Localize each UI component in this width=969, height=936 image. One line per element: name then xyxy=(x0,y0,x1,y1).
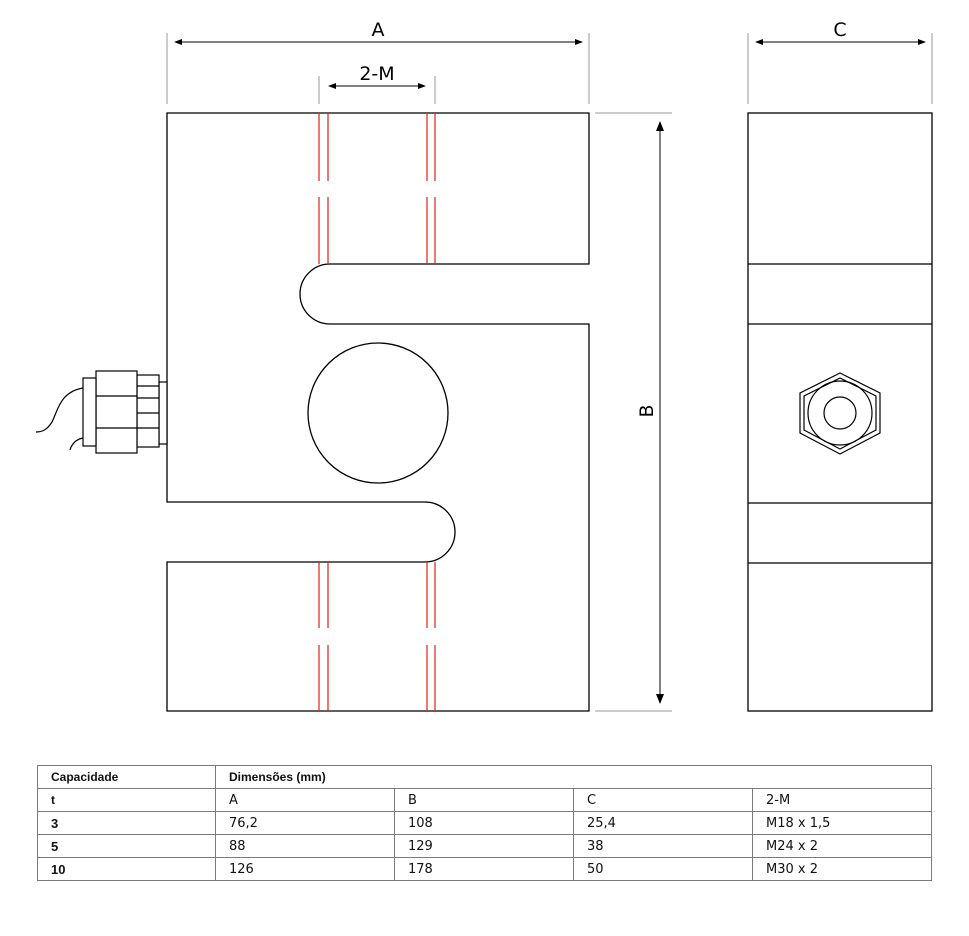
dimension-a-label: A xyxy=(372,19,385,41)
value-cell: 129 xyxy=(394,834,574,858)
dimension-a: A xyxy=(174,19,583,45)
capacity-cell: 10 xyxy=(37,857,216,881)
cable xyxy=(35,387,84,451)
column-a-header: A xyxy=(215,788,395,812)
load-cell-front-body xyxy=(166,112,590,712)
table-row: 3 76,2 108 25,4 M18 x 1,5 xyxy=(37,811,932,835)
capacity-cell: 3 xyxy=(37,811,216,835)
dimensions-header: Dimensões (mm) xyxy=(215,765,932,789)
value-cell: 108 xyxy=(394,811,574,835)
value-cell: M30 x 2 xyxy=(752,857,932,881)
table-header-row: Capacidade Dimensões (mm) xyxy=(37,765,932,789)
column-c-header: C xyxy=(573,788,753,812)
load-cell-side-view xyxy=(747,112,933,712)
dimension-b-label: B xyxy=(636,404,658,417)
value-cell: 25,4 xyxy=(573,811,753,835)
table-row: 5 88 129 38 M24 x 2 xyxy=(37,834,932,858)
unit-cell: t xyxy=(37,788,216,812)
thread-lines-top xyxy=(318,113,436,264)
dimension-c: C xyxy=(755,19,926,45)
column-2m-header: 2-M xyxy=(752,788,932,812)
extension-lines xyxy=(166,33,933,712)
dimension-b: B xyxy=(636,121,664,704)
value-cell: 50 xyxy=(573,857,753,881)
s-type-load-cell-drawing: A 2-M B C xyxy=(35,19,933,712)
cable-gland xyxy=(82,370,168,454)
dimension-2m: 2-M xyxy=(328,63,426,89)
table-subheader-row: t A B C 2-M xyxy=(37,788,932,812)
value-cell: 126 xyxy=(215,857,395,881)
center-hole xyxy=(307,342,449,484)
dimension-2m-label: 2-M xyxy=(359,63,394,85)
column-b-header: B xyxy=(394,788,574,812)
table-row: 10 126 178 50 M30 x 2 xyxy=(37,857,932,881)
dimensions-table: Capacidade Dimensões (mm) t A B C 2-M 3 … xyxy=(37,765,932,881)
capacity-cell: 5 xyxy=(37,834,216,858)
value-cell: M18 x 1,5 xyxy=(752,811,932,835)
value-cell: 38 xyxy=(573,834,753,858)
value-cell: 76,2 xyxy=(215,811,395,835)
capacity-header: Capacidade xyxy=(37,765,216,789)
value-cell: M24 x 2 xyxy=(752,834,932,858)
value-cell: 178 xyxy=(394,857,574,881)
value-cell: 88 xyxy=(215,834,395,858)
thread-lines-bottom xyxy=(318,562,436,711)
dimension-c-label: C xyxy=(833,19,846,41)
hex-nut-side xyxy=(799,372,881,455)
